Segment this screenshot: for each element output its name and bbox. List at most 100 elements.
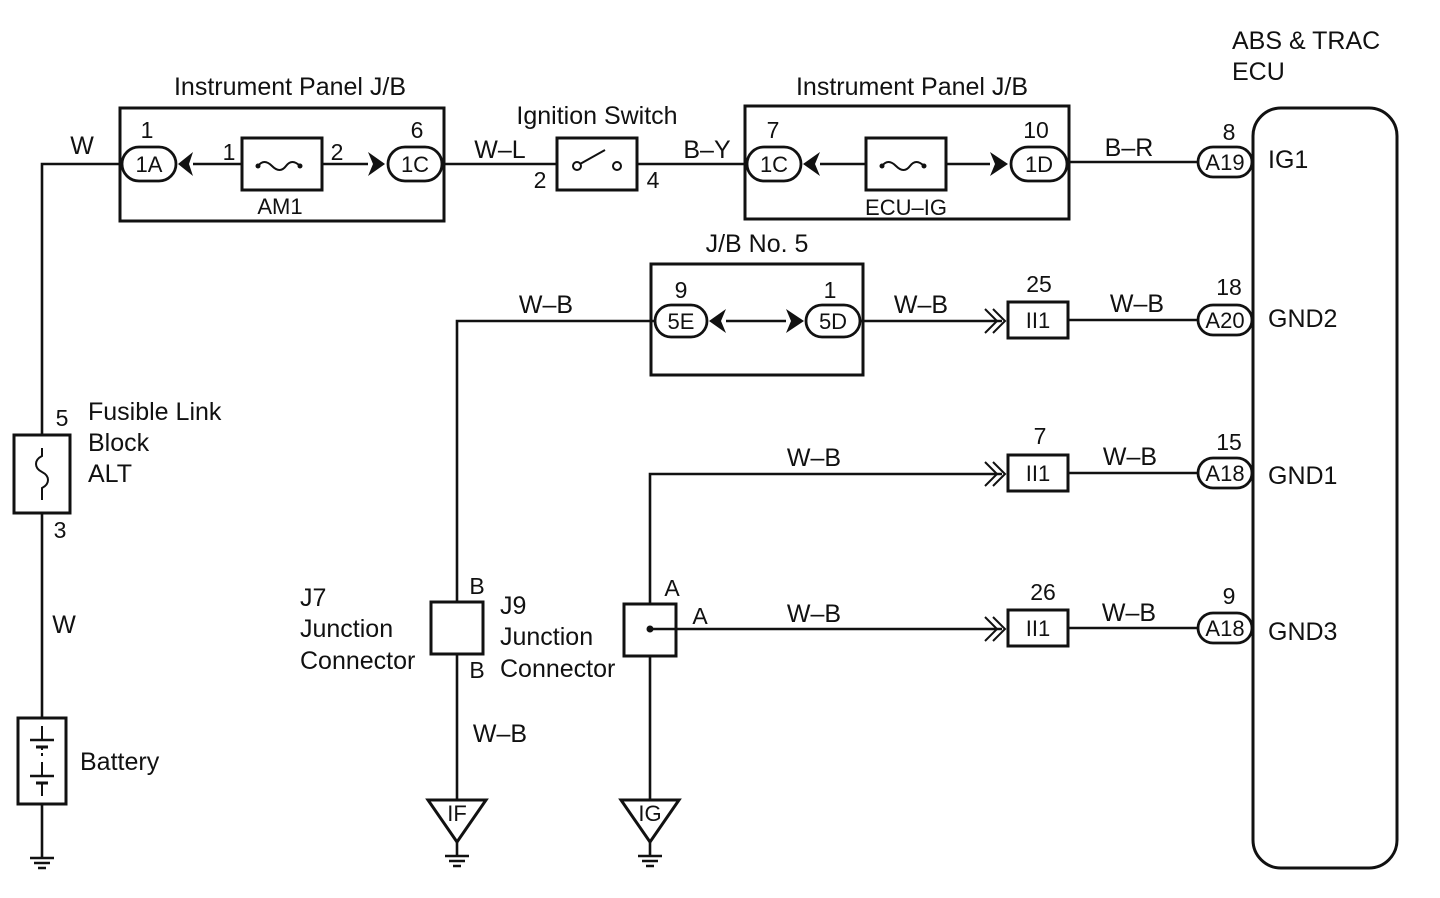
jb-left-fuse-pin-left: 1 bbox=[223, 139, 236, 165]
ignition-switch-pin-right: 4 bbox=[647, 167, 660, 193]
ecu-terminal-gnd1: A18 15 GND1 bbox=[1196, 429, 1337, 490]
ecu-gnd1-pin: 15 bbox=[1216, 429, 1242, 455]
ground-icon-ig bbox=[638, 854, 662, 868]
ground-if-symbol bbox=[425, 798, 489, 845]
ecu-ig1-name: IG1 bbox=[1268, 146, 1308, 174]
battery-label: Battery bbox=[80, 748, 160, 776]
wire-j7-to-jb5 bbox=[455, 319, 655, 602]
jb-right-connector-1c-label: 1C bbox=[760, 152, 788, 177]
fusible-link-line3: ALT bbox=[88, 460, 132, 488]
wire-label-w-top: W bbox=[70, 132, 94, 160]
ignition-switch-pin-left: 2 bbox=[534, 167, 547, 193]
jb-left-connector-arrow-left bbox=[178, 152, 193, 176]
j7-pin-bottom: B bbox=[469, 657, 484, 683]
wire-j9-to-ii1-mid bbox=[648, 472, 1002, 604]
wire-battery-to-am1 bbox=[40, 162, 122, 435]
jb-right-connector-1d bbox=[1009, 145, 1069, 183]
wire-label-wl: W–L bbox=[474, 136, 526, 164]
jb5-pin-right: 1 bbox=[824, 277, 837, 303]
jb5-arrow-left bbox=[709, 309, 726, 333]
wire-label-wb-jb5-out: W–B bbox=[894, 291, 948, 319]
jb-left-title: Instrument Panel J/B bbox=[174, 73, 406, 101]
ecu-gnd1-connector: A18 bbox=[1205, 461, 1244, 486]
jb-left-pin-left: 1 bbox=[141, 117, 154, 143]
ii1-top-pin: 25 bbox=[1026, 271, 1052, 297]
wire-label-wb-j7-down: W–B bbox=[473, 720, 527, 748]
battery-icon bbox=[30, 726, 54, 796]
ignition-switch-box bbox=[555, 136, 639, 192]
fusible-link-icon bbox=[35, 448, 49, 500]
ii1-mid-pin: 7 bbox=[1034, 423, 1047, 449]
j7-line2: Junction bbox=[300, 615, 393, 643]
ground-ig-symbol bbox=[618, 798, 682, 845]
wire-label-w-lower: W bbox=[52, 611, 76, 639]
j9-line2: Junction bbox=[500, 623, 593, 651]
fusible-link-box bbox=[12, 433, 72, 515]
j9-junction-dot bbox=[646, 625, 654, 633]
j9-line3: Connector bbox=[500, 655, 615, 683]
wire-label-wb-jb5-in: W–B bbox=[519, 291, 573, 319]
wire-label-wb-mid-out: W–B bbox=[1103, 443, 1157, 471]
jb-right-connector-arrow-left bbox=[803, 152, 820, 176]
fusible-link-line2: Block bbox=[88, 429, 150, 457]
jb-right-connector-arrow-right bbox=[990, 152, 1008, 176]
ecu-gnd2-pin: 18 bbox=[1216, 274, 1242, 300]
jb5-pin-left: 9 bbox=[675, 277, 688, 303]
ecu-ig-fuse-box bbox=[864, 136, 948, 192]
fusible-link-line1: Fusible Link bbox=[88, 398, 222, 426]
jb5-connector-5e-label: 5E bbox=[668, 309, 695, 334]
j7-connector-box bbox=[429, 600, 485, 656]
wire-label-wb-bot-out: W–B bbox=[1102, 599, 1156, 627]
j9-pin-top: A bbox=[664, 575, 680, 601]
wire-label-by: B–Y bbox=[683, 136, 731, 164]
ii1-top-connector-label: II1 bbox=[1026, 308, 1050, 333]
ground-if-label: IF bbox=[447, 801, 467, 826]
ground-icon-if bbox=[445, 854, 469, 868]
j7-pin-top: B bbox=[469, 573, 484, 599]
ecu-gnd2-name: GND2 bbox=[1268, 305, 1337, 333]
ecu-ig1-connector: A19 bbox=[1205, 150, 1244, 175]
fusible-link-pin-bottom: 3 bbox=[54, 517, 67, 543]
ecu-body bbox=[1251, 106, 1399, 870]
jb-left-fuse-pin-right: 2 bbox=[331, 139, 344, 165]
am1-fuse-label: AM1 bbox=[257, 194, 302, 219]
j7-line1: J7 bbox=[300, 584, 326, 612]
ii1-bot-connector-label: II1 bbox=[1026, 616, 1050, 641]
ground-icon-battery bbox=[30, 856, 54, 870]
ecu-gnd2-connector: A20 bbox=[1205, 308, 1244, 333]
jb5-arrow-right bbox=[786, 309, 804, 333]
jb5-connector-5d-label: 5D bbox=[819, 309, 847, 334]
jb-right-connector-1d-label: 1D bbox=[1025, 152, 1053, 177]
ecu-title-line1: ABS & TRAC bbox=[1232, 27, 1380, 55]
ecu-gnd3-connector: A18 bbox=[1205, 616, 1244, 641]
ecu-terminal-gnd2: A20 18 GND2 bbox=[1196, 274, 1337, 337]
jb-left-pin-right: 6 bbox=[411, 117, 424, 143]
j9-pin-right: A bbox=[692, 603, 708, 629]
jb-left-connector-1a-label: 1A bbox=[136, 152, 163, 177]
jb-right-title: Instrument Panel J/B bbox=[796, 73, 1028, 101]
ecu-terminal-gnd3: A18 9 GND3 bbox=[1196, 583, 1337, 646]
ecu-ig-fuse-icon bbox=[881, 161, 925, 171]
ground-ig-label: IG bbox=[638, 801, 661, 826]
am1-fuse-icon bbox=[257, 161, 301, 171]
wire-label-wb-mid-in: W–B bbox=[787, 444, 841, 472]
am1-fuse-box bbox=[240, 136, 324, 192]
ii1-bot-pin: 26 bbox=[1030, 579, 1056, 605]
jb-left-connector-arrow-right bbox=[368, 152, 385, 176]
ecu-ig-fuse-label: ECU–IG bbox=[865, 195, 947, 220]
ecu-ig1-pin: 8 bbox=[1223, 119, 1236, 145]
wire-label-br: B–R bbox=[1105, 134, 1154, 162]
ii1-mid-connector-label: II1 bbox=[1026, 461, 1050, 486]
ecu-gnd3-pin: 9 bbox=[1223, 583, 1236, 609]
wire-label-wb-ii1-top: W–B bbox=[1110, 290, 1164, 318]
jb5-box bbox=[649, 262, 865, 377]
jb5-title: J/B No. 5 bbox=[706, 230, 809, 258]
j9-line1: J9 bbox=[500, 592, 526, 620]
ecu-title-line2: ECU bbox=[1232, 58, 1285, 86]
ecu-terminal-ig1: A19 8 IG1 bbox=[1196, 119, 1308, 179]
wire-label-wb-bot-in: W–B bbox=[787, 600, 841, 628]
fusible-link-pin-top: 5 bbox=[56, 405, 69, 431]
jb-right-pin-left: 7 bbox=[767, 117, 780, 143]
ecu-gnd3-name: GND3 bbox=[1268, 618, 1337, 646]
